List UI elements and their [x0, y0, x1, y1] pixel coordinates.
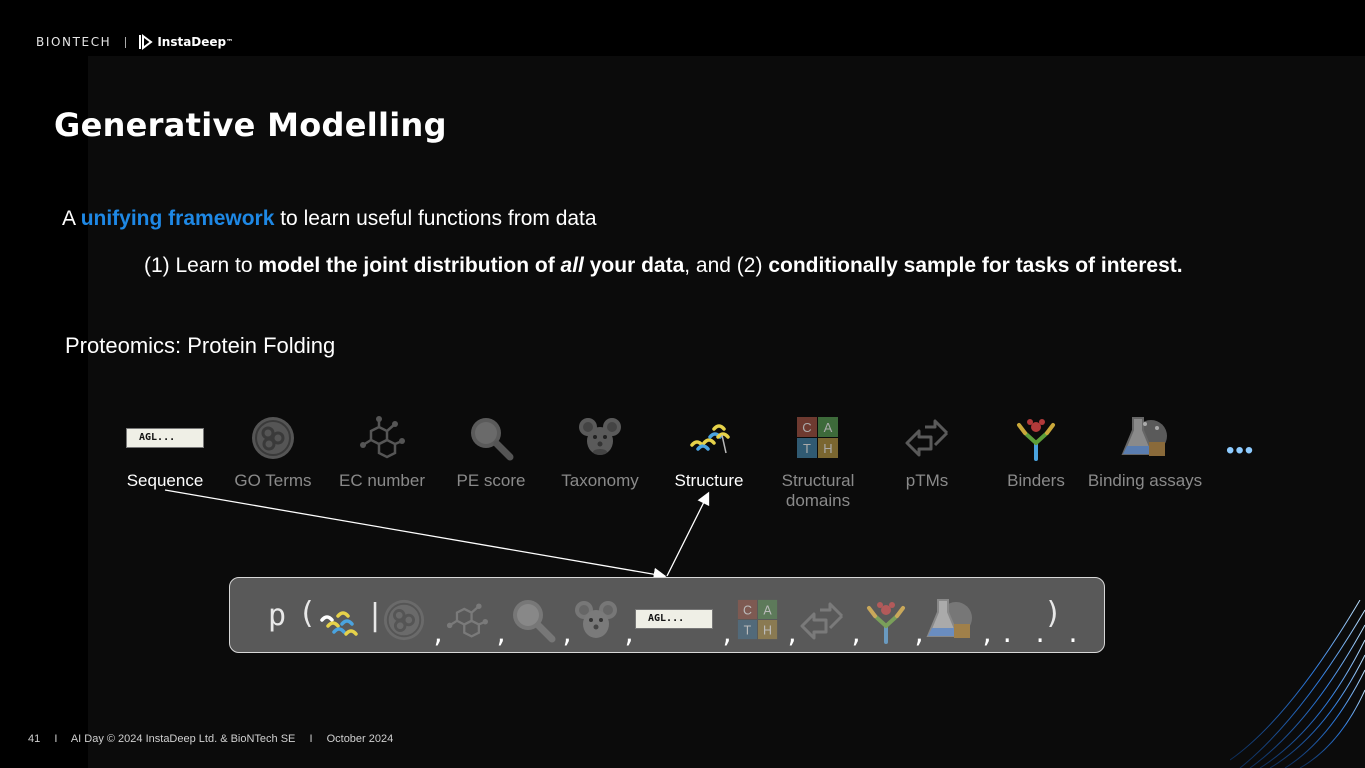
modality-label: Sequence — [126, 471, 204, 490]
cath-letter: A — [763, 603, 772, 617]
modality-label: Taxonomy — [561, 471, 639, 490]
cath-letter: C — [743, 603, 752, 617]
formula-comma: , — [431, 620, 446, 648]
molecule-network-icon — [360, 416, 405, 459]
modality-go-terms: GO Terms — [211, 410, 335, 491]
mouse-icon — [575, 601, 617, 638]
antibody-icon — [1017, 419, 1055, 461]
modality-label: EC number — [339, 471, 425, 490]
footer-date: October 2024 — [326, 733, 394, 745]
protein-helix-icon — [690, 424, 730, 454]
cath-grid-icon: C A T H — [737, 599, 778, 640]
sequence-box-icon: AGL... — [635, 609, 713, 629]
subtitle-accent: unifying framework — [80, 207, 275, 230]
modality-label: Structure — [674, 471, 744, 490]
modality-binding-assays: Binding assays — [1083, 410, 1207, 491]
modality-binders: Binders — [974, 410, 1098, 491]
sequence-box-icon: AGL... — [126, 428, 204, 448]
footer-separator: I — [309, 733, 313, 745]
logo-divider — [125, 36, 127, 48]
go-terms-icon — [383, 599, 425, 641]
formula-comma: , — [785, 620, 800, 648]
formula-p: p — [268, 598, 287, 633]
modality-ptms: pTMs — [865, 410, 989, 491]
cath-letter: H — [763, 623, 772, 637]
cath-letter: A — [824, 420, 833, 435]
formula-ellipsis: . . . — [1000, 620, 1083, 648]
section-title: Proteomics: Protein Folding — [65, 333, 336, 358]
conditional-probability-formula: p ( | , , , — [229, 577, 1105, 653]
trademark-symbol: ™ — [226, 38, 234, 46]
magnifier-icon — [513, 600, 556, 643]
modality-row: AGL... Sequence GO Terms — [0, 410, 1365, 520]
modality-label: Binders — [1007, 471, 1065, 490]
modality-label: PE score — [456, 471, 526, 490]
page-title: Generative Modelling — [54, 106, 447, 144]
formula-comma: , — [560, 620, 575, 648]
biontech-logo: BIONTECH — [36, 35, 112, 49]
page-number: 41 — [28, 733, 41, 745]
protein-helix-icon — [320, 611, 358, 636]
desc-part-1: (1) Learn to — [144, 254, 259, 277]
modality-structural-domains: C A T H Structural domains — [756, 410, 880, 511]
formula-given-bar: | — [366, 598, 385, 633]
molecule-network-icon — [446, 603, 488, 638]
modality-ec-number: EC number — [320, 410, 444, 491]
desc-bold-1: model the joint distribution of — [258, 254, 561, 277]
desc-part-2: , and (2) — [684, 254, 769, 277]
desc-bold-2: your data — [583, 254, 685, 277]
formula-comma: , — [912, 620, 927, 648]
formula-comma: , — [622, 620, 637, 648]
cath-grid-icon: C A T H — [797, 417, 838, 458]
go-terms-icon — [252, 417, 294, 459]
subtitle-prefix: A — [62, 207, 81, 230]
flask-icon — [1121, 417, 1167, 456]
antibody-icon — [867, 602, 905, 644]
swap-arrows-icon — [800, 602, 844, 640]
modality-label: pTMs — [905, 471, 949, 490]
modality-taxonomy: Taxonomy — [538, 410, 662, 491]
formula-open-paren: ( — [298, 596, 317, 631]
modality-structure: Structure — [647, 410, 771, 491]
cath-letter: C — [802, 420, 811, 435]
formula-close-paren: ) — [1044, 596, 1063, 631]
footer-event: AI Day © 2024 InstaDeep Ltd. & BioNTech … — [70, 733, 296, 745]
subtitle-line: A unifying framework to learn useful fun… — [62, 207, 597, 231]
desc-bold-3: conditionally sample for tasks of intere… — [768, 254, 1183, 277]
flask-icon — [926, 599, 972, 638]
cath-letter: H — [823, 441, 832, 456]
modality-label: Structural domains — [781, 471, 855, 510]
formula-comma: , — [849, 620, 864, 648]
footer: 41 I AI Day © 2024 InstaDeep Ltd. & BioN… — [28, 733, 404, 745]
formula-comma: , — [720, 620, 735, 648]
modality-sequence: AGL... Sequence — [103, 410, 227, 491]
more-modalities-ellipsis: ••• — [1226, 437, 1255, 464]
magnifier-icon — [471, 418, 514, 461]
instadeep-mark-icon — [139, 34, 153, 50]
modality-label: GO Terms — [234, 471, 312, 490]
desc-italic-all: all — [560, 254, 584, 277]
particle-wave-decoration — [1230, 600, 1365, 768]
mouse-icon — [579, 418, 621, 455]
swap-arrows-icon — [905, 419, 949, 457]
framework-description: (1) Learn to model the joint distributio… — [144, 254, 1183, 278]
instadeep-wordmark: InstaDeep — [157, 35, 227, 49]
cath-letter: T — [803, 441, 811, 456]
modality-pe-score: PE score — [429, 410, 553, 491]
formula-comma: , — [494, 620, 509, 648]
cath-letter: T — [744, 623, 752, 637]
modality-label: Binding assays — [1087, 471, 1203, 490]
formula-comma: , — [980, 620, 995, 648]
footer-separator: I — [54, 733, 58, 745]
subtitle-suffix: to learn useful functions from data — [274, 207, 597, 230]
